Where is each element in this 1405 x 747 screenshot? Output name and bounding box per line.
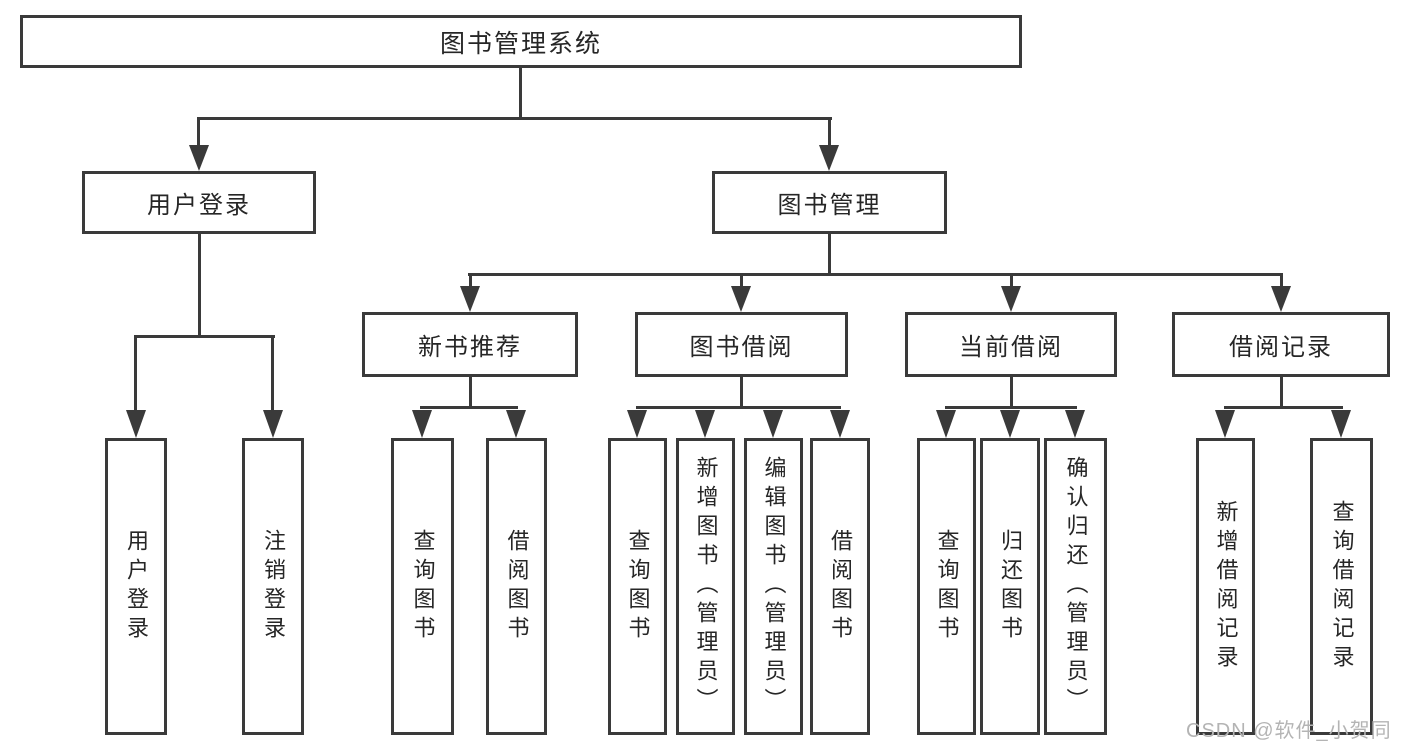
arrow-down-icon — [460, 286, 480, 312]
node-label: 用户登录 — [147, 192, 251, 219]
connector-line — [469, 377, 472, 409]
connector-line — [420, 406, 518, 409]
arrow-down-icon — [1065, 410, 1085, 438]
node-label: 借阅记录 — [1229, 334, 1333, 361]
arrow-down-icon — [1215, 410, 1235, 438]
leaf-add-book-admin: 新增图书（管理员） — [676, 438, 735, 735]
leaf-return-book: 归还图书 — [980, 438, 1040, 735]
connector-line — [828, 234, 831, 276]
leaf-confirm-return-admin: 确认归还（管理员） — [1044, 438, 1107, 735]
node-borrowing-records: 借阅记录 — [1172, 312, 1390, 377]
leaf-label: 新增借阅记录 — [1213, 499, 1239, 674]
connector-line — [468, 273, 1283, 276]
arrow-down-icon — [126, 410, 146, 438]
node-user-login: 用户登录 — [82, 171, 316, 234]
leaf-label: 查询图书 — [934, 528, 960, 645]
node-label: 图书管理 — [777, 192, 882, 219]
arrow-down-icon — [1271, 286, 1291, 312]
leaf-label: 编辑图书（管理员） — [761, 456, 787, 717]
leaf-label: 确认归还（管理员） — [1063, 456, 1089, 717]
arrow-down-icon — [263, 410, 283, 438]
leaf-edit-book-admin: 编辑图书（管理员） — [744, 438, 803, 735]
node-book-borrowing: 图书借阅 — [635, 312, 848, 377]
leaf-query-borrow-record: 查询借阅记录 — [1310, 438, 1373, 735]
node-book-management: 图书管理 — [712, 171, 947, 234]
arrow-down-icon — [731, 286, 751, 312]
leaf-label: 查询图书 — [625, 528, 651, 645]
leaf-borrow-books-borrowing: 借阅图书 — [810, 438, 870, 735]
connector-line — [1224, 406, 1343, 409]
connector-line — [1010, 275, 1013, 288]
connector-line — [519, 68, 522, 120]
connector-line — [945, 406, 1077, 409]
node-label: 当前借阅 — [959, 334, 1063, 361]
connector-line — [197, 119, 200, 147]
leaf-label: 查询借阅记录 — [1329, 499, 1355, 674]
arrow-down-icon — [819, 145, 839, 171]
leaf-add-borrow-record: 新增借阅记录 — [1196, 438, 1255, 735]
connector-line — [740, 377, 743, 409]
node-root-label: 图书管理系统 — [439, 29, 602, 58]
leaf-label: 借阅图书 — [504, 528, 530, 645]
arrow-down-icon — [830, 410, 850, 438]
arrow-down-icon — [695, 410, 715, 438]
arrow-down-icon — [763, 410, 783, 438]
leaf-label: 新增图书（管理员） — [693, 456, 719, 717]
node-label: 新书推荐 — [418, 334, 522, 361]
connector-line — [828, 119, 831, 147]
node-root: 图书管理系统 — [20, 15, 1022, 68]
arrow-down-icon — [1331, 410, 1351, 438]
arrow-down-icon — [936, 410, 956, 438]
connector-line — [197, 117, 832, 120]
connector-line — [469, 275, 472, 288]
connector-line — [636, 406, 841, 409]
connector-line — [740, 275, 743, 288]
arrow-down-icon — [1000, 410, 1020, 438]
leaf-label: 注销登录 — [261, 528, 286, 645]
arrow-down-icon — [627, 410, 647, 438]
leaf-query-books-recommend: 查询图书 — [391, 438, 454, 735]
leaf-user-login: 用户登录 — [105, 438, 167, 735]
connector-line — [1280, 275, 1283, 288]
leaf-label: 借阅图书 — [828, 528, 853, 645]
node-new-book-recommend: 新书推荐 — [362, 312, 578, 377]
arrow-down-icon — [1001, 286, 1021, 312]
leaf-query-books-current: 查询图书 — [917, 438, 976, 735]
connector-line — [134, 335, 275, 338]
connector-line — [1010, 377, 1013, 409]
node-label: 图书借阅 — [689, 334, 794, 361]
connector-line — [198, 234, 201, 338]
arrow-down-icon — [189, 145, 209, 171]
leaf-label: 用户登录 — [124, 528, 149, 645]
connector-line — [134, 337, 137, 412]
arrow-down-icon — [506, 410, 526, 438]
connector-line — [1280, 377, 1283, 409]
connector-line — [271, 337, 274, 412]
leaf-query-books-borrowing: 查询图书 — [608, 438, 667, 735]
leaf-label: 查询图书 — [410, 528, 436, 645]
leaf-label: 归还图书 — [998, 528, 1023, 645]
leaf-borrow-books-recommend: 借阅图书 — [486, 438, 547, 735]
leaf-logout: 注销登录 — [242, 438, 304, 735]
node-current-borrowing: 当前借阅 — [905, 312, 1117, 377]
watermark: CSDN @软件_小贺同学 — [1186, 720, 1392, 742]
arrow-down-icon — [412, 410, 432, 438]
